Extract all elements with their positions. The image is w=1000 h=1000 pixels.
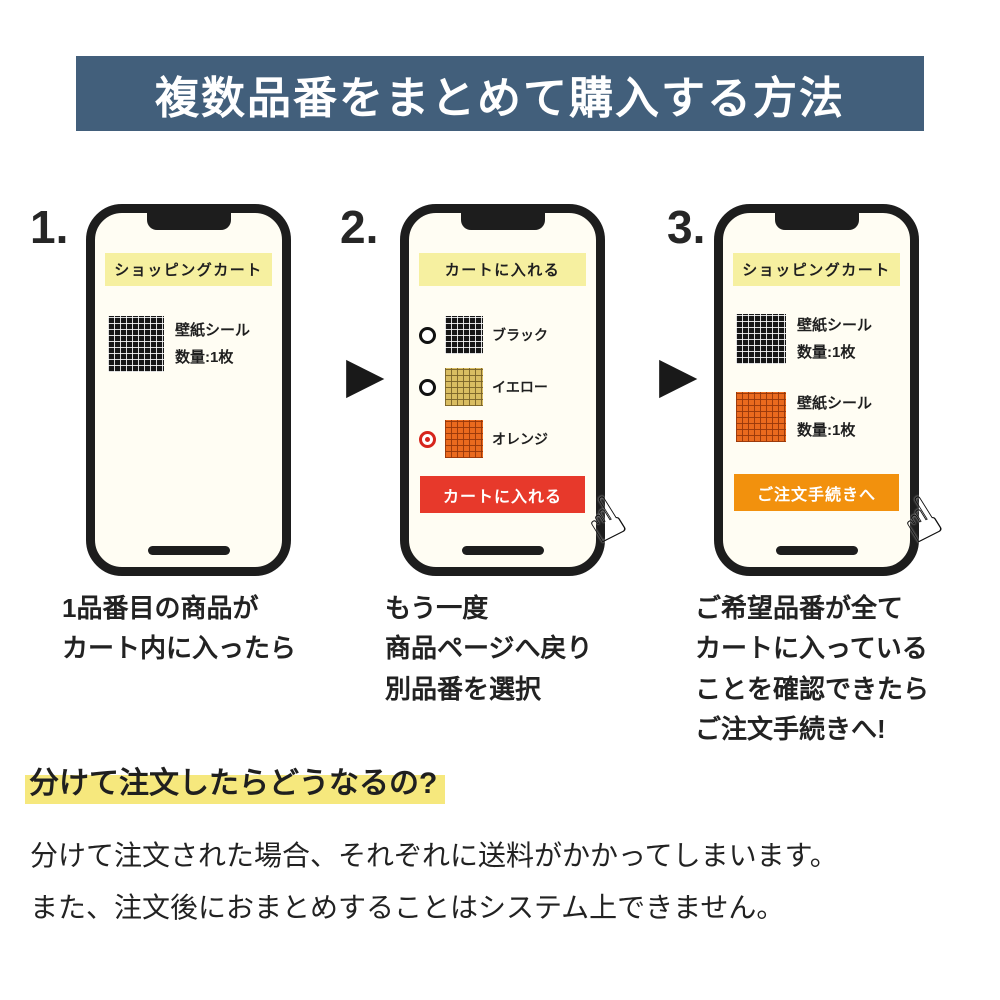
option-label: オレンジ bbox=[492, 431, 548, 447]
cart-item-text: 壁紙シール 数量:1枚 bbox=[797, 312, 872, 366]
item-name: 壁紙シール bbox=[797, 395, 873, 412]
orange-swatch-image bbox=[736, 392, 786, 442]
color-option-black[interactable]: ブラック bbox=[419, 316, 586, 354]
caption-line: もう一度 bbox=[385, 593, 489, 623]
phone-home-bar bbox=[775, 546, 858, 555]
phone-notch bbox=[146, 213, 231, 230]
step-3-caption: ご希望品番が全て カートに入っている ことを確認できたら ご注文手続きへ! bbox=[695, 588, 929, 749]
option-label: ブラック bbox=[492, 327, 548, 343]
color-options-list: ブラック イエロー オレンジ bbox=[409, 316, 596, 458]
item-name: 壁紙シール bbox=[175, 322, 251, 339]
cart-item-text: 壁紙シール 数量:1枚 bbox=[797, 390, 872, 444]
caption-line: ご注文手続きへ! bbox=[695, 713, 886, 744]
color-option-yellow[interactable]: イエロー bbox=[419, 368, 586, 406]
cart-item: 壁紙シール 数量:1枚 bbox=[723, 312, 910, 366]
footer-heading-text: 分けて注文したらどうなるの? bbox=[25, 765, 446, 804]
phone-step-3: ショッピングカート 壁紙シール 数量:1枚 壁紙シール 数量:1枚 ご注文手続き… bbox=[714, 204, 953, 576]
caption-line: 別品番を選択 bbox=[385, 673, 542, 704]
hand-cursor-icon: ☝ bbox=[887, 481, 954, 559]
step-1-caption: 1品番目の商品が カート内に入ったら bbox=[62, 588, 296, 669]
item-name: 壁紙シール bbox=[797, 317, 873, 334]
banner-title: 複数品番をまとめて購入する方法 bbox=[155, 73, 845, 123]
arrow-right-icon: ▶ bbox=[346, 346, 385, 404]
footer-heading: 分けて注文したらどうなるの? bbox=[25, 758, 446, 804]
black-swatch-image bbox=[736, 314, 786, 364]
hand-cursor-icon: ☝ bbox=[571, 481, 638, 559]
caption-line: 商品ページへ戻り bbox=[385, 633, 593, 664]
orange-swatch-image bbox=[445, 420, 483, 458]
cart-page-header: ショッピングカート bbox=[733, 253, 900, 286]
caption-line: カート内に入ったら bbox=[62, 633, 297, 664]
phone-notch bbox=[460, 213, 545, 230]
option-label: イエロー bbox=[492, 379, 548, 395]
step-2-caption: もう一度 商品ページへ戻り 別品番を選択 bbox=[385, 588, 592, 709]
footer-body-line: また、注文後におまとめすることはシステム上できません。 bbox=[30, 891, 785, 923]
step-2-number: 2. bbox=[340, 201, 379, 253]
radio-selected-icon[interactable] bbox=[419, 430, 436, 448]
yellow-swatch-image bbox=[445, 368, 483, 406]
step-1-number: 1. bbox=[30, 201, 69, 253]
radio-unselected-icon[interactable] bbox=[419, 326, 436, 344]
phone-home-bar bbox=[147, 546, 230, 555]
footer-body-line: 分けて注文された場合、それぞれに送料がかかってしまいます。 bbox=[30, 840, 838, 871]
cart-item: 壁紙シール 数量:1枚 bbox=[723, 390, 910, 444]
phone-step-2: カートに入れる ブラック イエロー オレンジ カートに入れる ☝ bbox=[400, 204, 637, 576]
arrow-right-icon: ▶ bbox=[659, 346, 698, 404]
item-qty: 数量:1枚 bbox=[797, 344, 856, 361]
cart-item: 壁紙シール 数量:1枚 bbox=[95, 316, 282, 372]
caption-line: ことを確認できたら bbox=[695, 673, 930, 704]
black-swatch-image bbox=[445, 316, 483, 354]
caption-line: ご希望品番が全て bbox=[695, 593, 904, 623]
cart-item-text: 壁紙シール 数量:1枚 bbox=[175, 317, 250, 371]
checkout-button[interactable]: ご注文手続きへ bbox=[734, 474, 899, 511]
caption-line: 1品番目の商品が bbox=[62, 593, 259, 623]
phone-home-bar bbox=[461, 546, 544, 555]
footer-body: 分けて注文された場合、それぞれに送料がかかってしまいます。 また、注文後におまと… bbox=[30, 830, 838, 934]
banner: 複数品番をまとめて購入する方法 bbox=[76, 56, 924, 131]
black-swatch-image bbox=[108, 316, 164, 372]
phone-notch bbox=[774, 213, 859, 230]
cart-page-header: ショッピングカート bbox=[105, 253, 272, 286]
item-qty: 数量:1枚 bbox=[797, 422, 856, 439]
product-page-header: カートに入れる bbox=[419, 253, 586, 286]
item-qty: 数量:1枚 bbox=[175, 349, 234, 366]
add-to-cart-button[interactable]: カートに入れる bbox=[420, 476, 585, 513]
phone-step-1: ショッピングカート 壁紙シール 数量:1枚 bbox=[86, 204, 291, 576]
color-option-orange[interactable]: オレンジ bbox=[419, 420, 586, 458]
cart-items-list: 壁紙シール 数量:1枚 壁紙シール 数量:1枚 bbox=[723, 312, 910, 444]
step-3-number: 3. bbox=[667, 201, 706, 253]
caption-line: カートに入っている bbox=[695, 633, 928, 664]
radio-unselected-icon[interactable] bbox=[419, 378, 436, 396]
